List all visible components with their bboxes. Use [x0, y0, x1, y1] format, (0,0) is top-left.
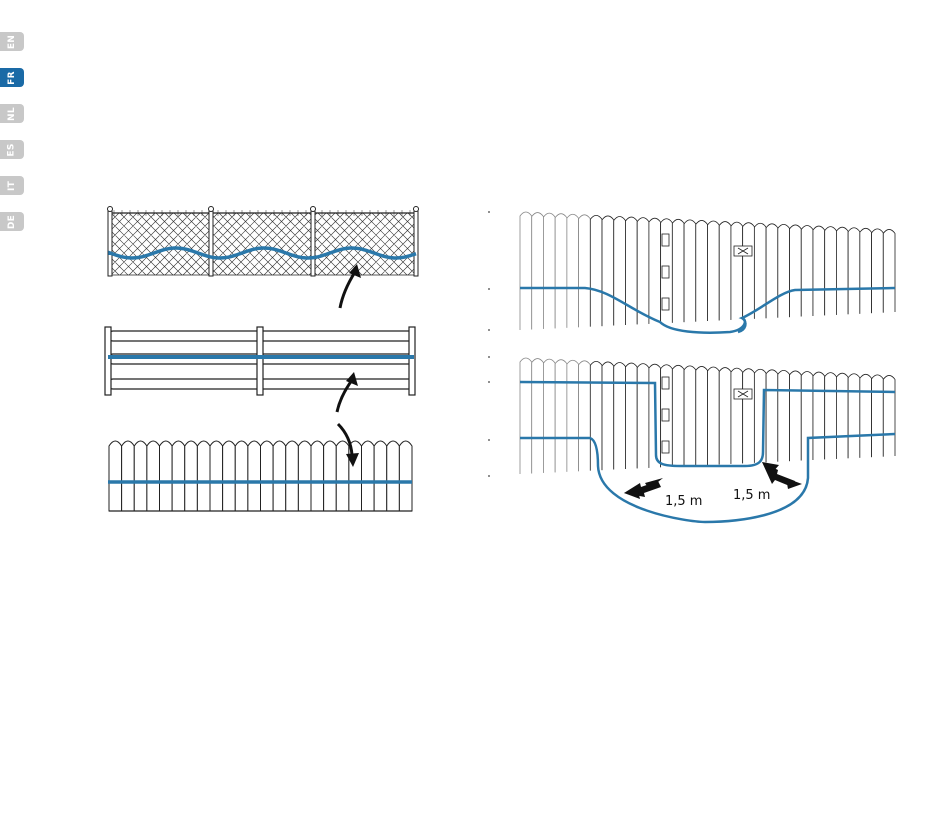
- distance-label-left: 1,5 m: [665, 494, 702, 509]
- chain-link-fence: [108, 207, 419, 277]
- picket-fence: [108, 441, 412, 511]
- fence-rails: [105, 327, 415, 395]
- fence-boards: [520, 212, 895, 330]
- rail-fence: [105, 327, 415, 395]
- fence-boards: [520, 358, 895, 474]
- move-up-arrow-icon: [340, 264, 361, 308]
- side-tick-marks: [488, 212, 490, 476]
- gate-latch-icon: [734, 389, 752, 399]
- gate-latch-icon: [734, 246, 752, 256]
- double-arrow-icon: [762, 462, 802, 489]
- move-up-arrow-icon: [337, 372, 358, 412]
- double-arrow-icon: [624, 478, 663, 499]
- fence-pickets: [109, 441, 412, 511]
- fence-mesh: [110, 210, 417, 275]
- distance-label-right: 1,5 m: [733, 488, 770, 503]
- gate-hinges: [662, 377, 669, 453]
- gate-fence-top: [520, 212, 895, 333]
- gate-fence-bottom: 1,5 m 1,5 m: [520, 358, 895, 522]
- gate-hinges: [662, 234, 669, 310]
